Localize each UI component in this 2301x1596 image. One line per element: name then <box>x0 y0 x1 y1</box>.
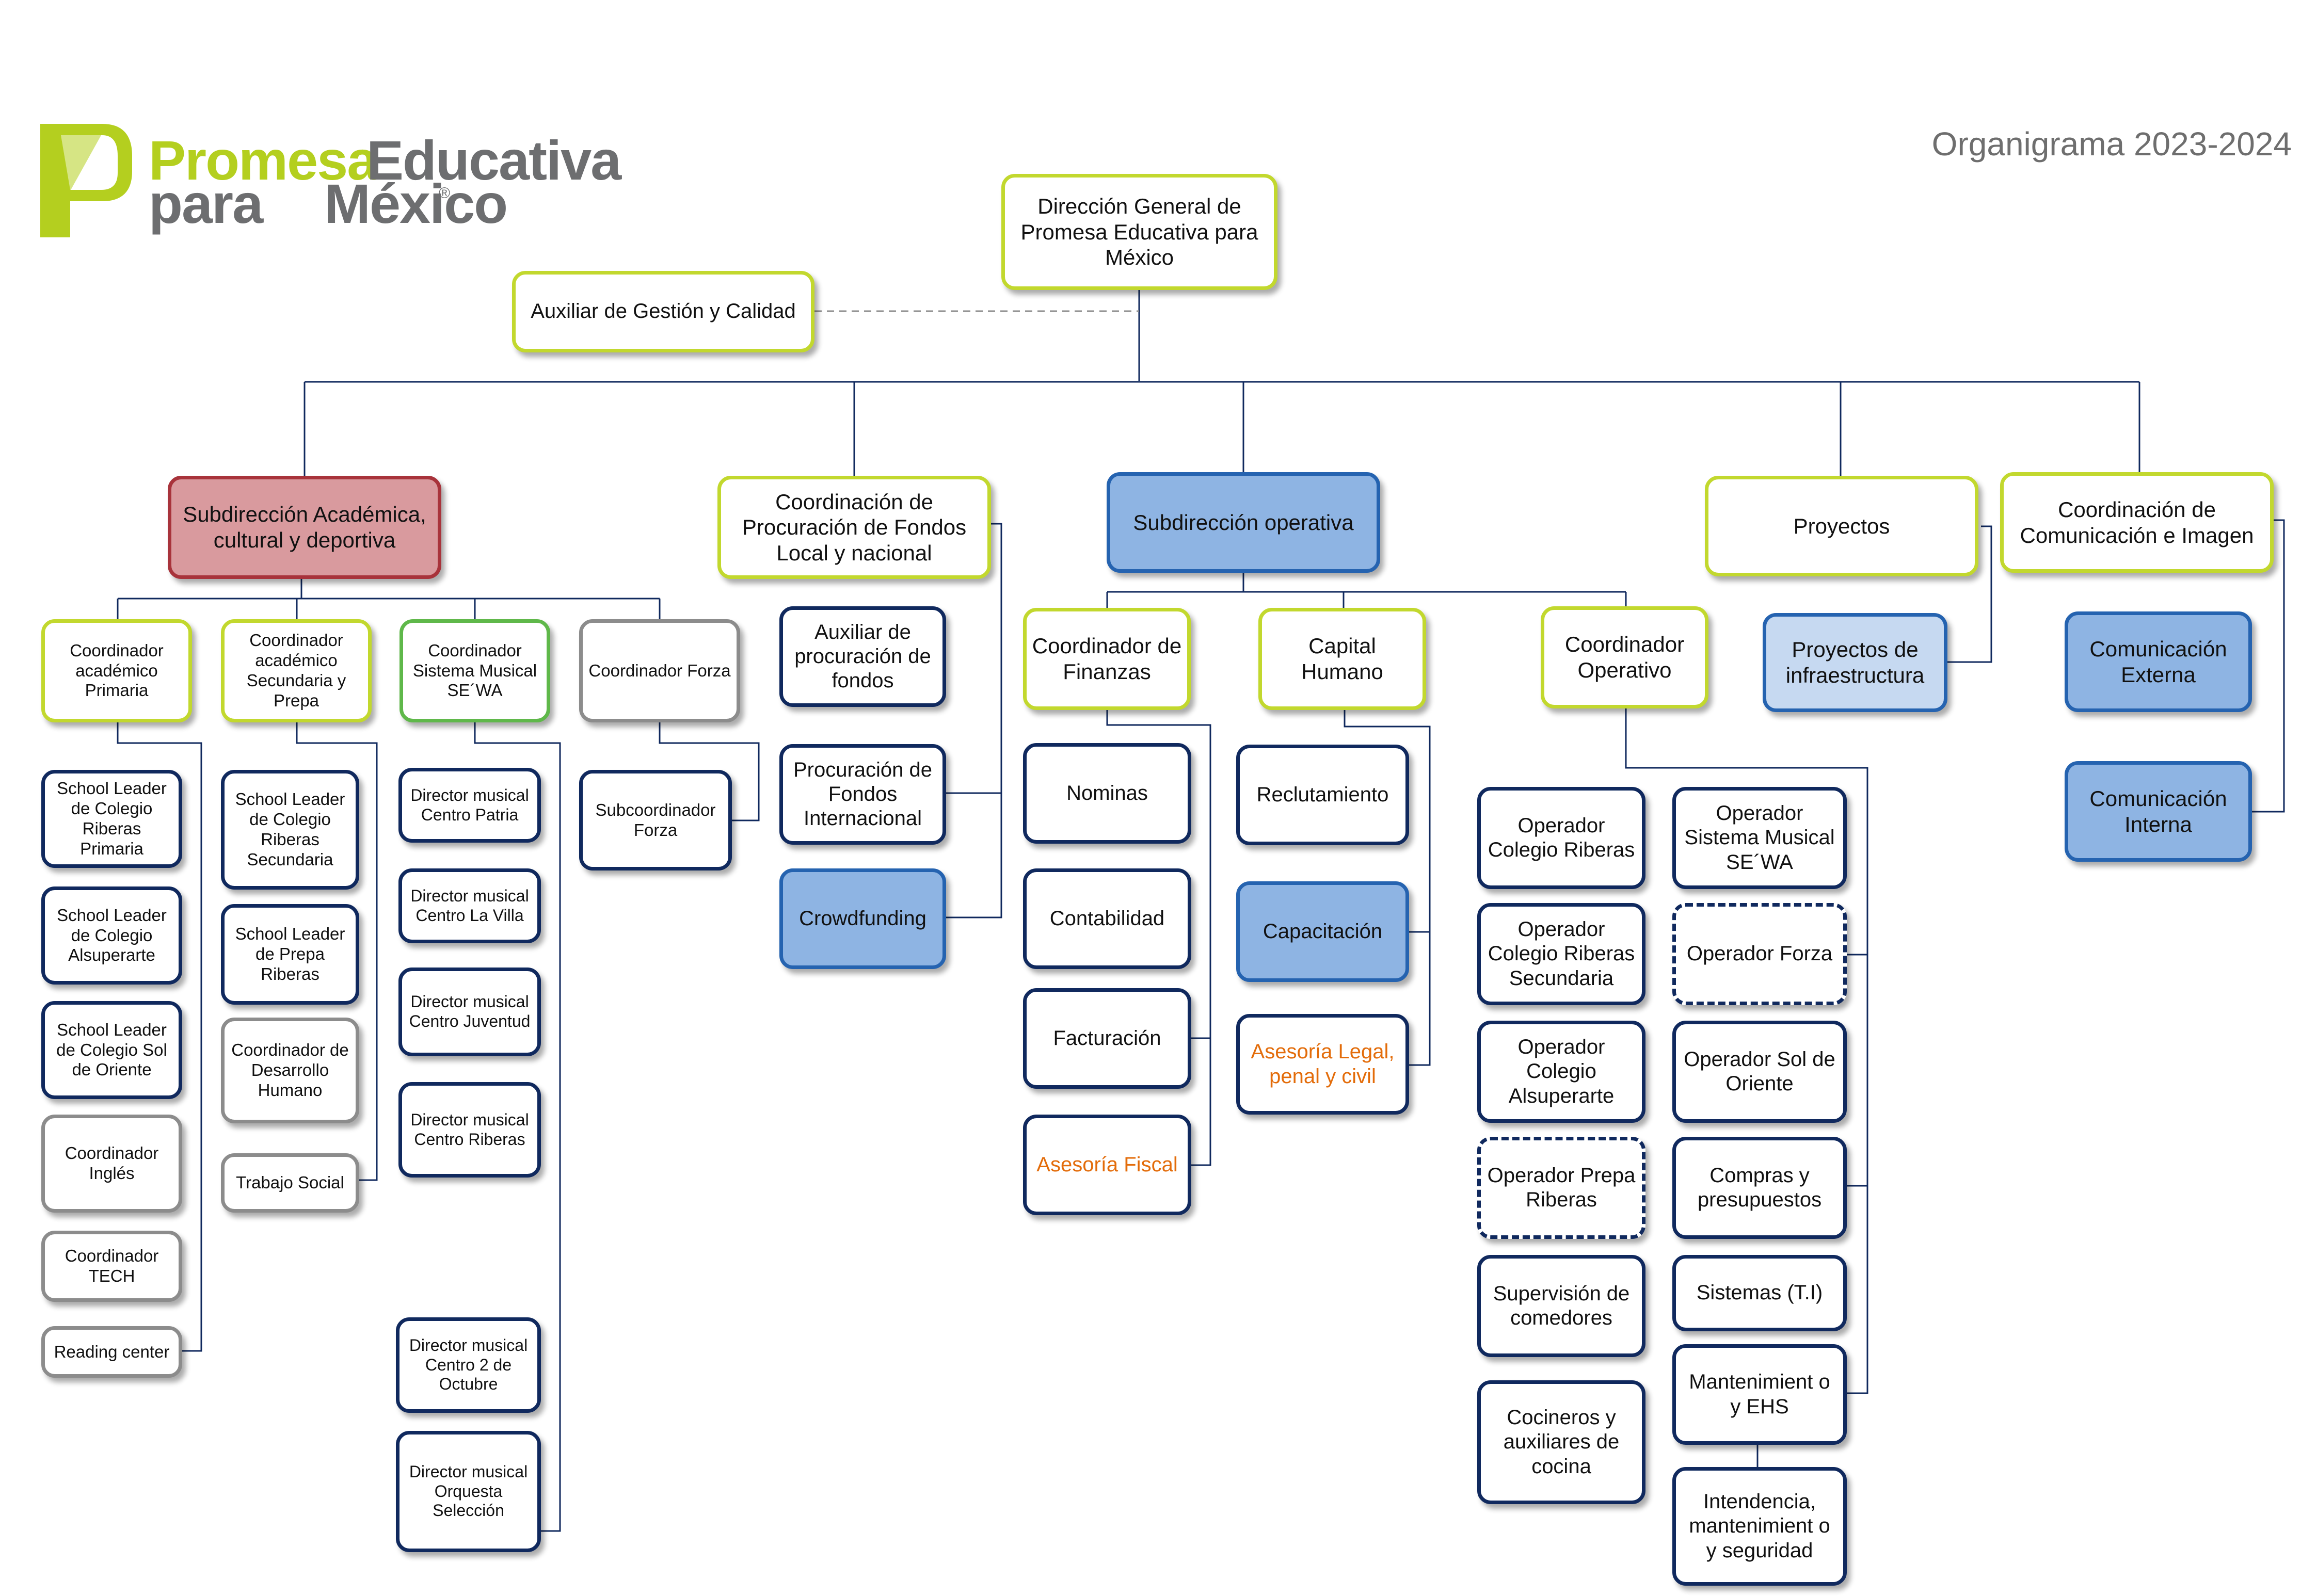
node-op-prepa-riberas: Operador Prepa Riberas <box>1477 1137 1645 1239</box>
node-proyectos: Proyectos <box>1705 476 1978 576</box>
node-intendencia: Intendencia, mantenimient o y seguridad <box>1672 1467 1847 1586</box>
node-procuracion-internacional: Procuración de Fondos Internacional <box>779 744 946 845</box>
logo-word-para: para <box>149 172 263 235</box>
node-coord-desarrollo-humano: Coordinador de Desarrollo Humano <box>221 1018 359 1123</box>
node-dm-juventud: Director musical Centro Juventud <box>398 968 541 1056</box>
node-op-riberas-secundaria: Operador Colegio Riberas Secundaria <box>1477 903 1645 1005</box>
node-coord-operativo: Coordinador Operativo <box>1541 606 1708 708</box>
node-op-riberas: Operador Colegio Riberas <box>1477 787 1645 889</box>
logo-word-mexico: México <box>324 172 508 235</box>
node-dm-2-octubre: Director musical Centro 2 de Octubre <box>396 1317 541 1413</box>
node-coordinacion-procuracion: Coordinación de Procuración de Fondos Lo… <box>717 476 991 579</box>
node-supervision-comedores: Supervisión de comedores <box>1477 1255 1645 1357</box>
node-auxiliar-gestion: Auxiliar de Gestión y Calidad <box>512 271 814 352</box>
logo-registered-mark: ® <box>439 185 451 202</box>
node-cocineros: Cocineros y auxiliares de cocina <box>1477 1380 1645 1504</box>
node-sl-alsuperarte: School Leader de Colegio Alsuperarte <box>41 886 182 985</box>
node-asesoria-fiscal: Asesoría Fiscal <box>1023 1115 1191 1215</box>
node-direccion-general: Dirección General de Promesa Educativa p… <box>1001 174 1277 290</box>
node-reading-center: Reading center <box>41 1326 182 1378</box>
node-subcoord-forza: Subcoordinador Forza <box>579 770 732 870</box>
node-comunicacion-externa: Comunicación Externa <box>2065 611 2252 712</box>
node-capacitacion: Capacitación <box>1236 881 1409 982</box>
node-coord-finanzas: Coordinador de Finanzas <box>1023 608 1191 710</box>
node-dm-patria: Director musical Centro Patria <box>398 768 541 843</box>
promesa-logo: Promesa Educativa para México ® <box>40 124 621 243</box>
node-op-sewa: Operador Sistema Musical SE´WA <box>1672 787 1847 889</box>
node-asesoria-legal: Asesoría Legal, penal y civil <box>1236 1014 1409 1115</box>
node-contabilidad: Contabilidad <box>1023 868 1191 969</box>
node-coord-primaria: Coordinador académico Primaria <box>41 619 192 722</box>
page-title: Organigrama 2023-2024 <box>1931 125 2292 163</box>
node-reclutamiento: Reclutamiento <box>1236 745 1409 845</box>
node-compras: Compras y presupuestos <box>1672 1137 1847 1239</box>
promesa-p-icon <box>40 124 132 237</box>
node-coord-ingles: Coordinador Inglés <box>41 1115 182 1213</box>
node-sl-riberas-secundaria: School Leader de Colegio Riberas Secunda… <box>221 770 359 890</box>
node-coordinacion-comunicacion: Coordinación de Comunicación e Imagen <box>2000 472 2274 573</box>
node-coord-tech: Coordinador TECH <box>41 1231 182 1302</box>
node-coord-sewa: Coordinador Sistema Musical SE´WA <box>400 619 550 722</box>
node-coord-forza: Coordinador Forza <box>579 619 740 722</box>
node-proyectos-infraestructura: Proyectos de infraestructura <box>1763 613 1947 712</box>
node-sl-prepa-riberas: School Leader de Prepa Riberas <box>221 904 359 1005</box>
node-sistemas: Sistemas (T.I) <box>1672 1255 1847 1331</box>
node-dm-villa: Director musical Centro La Villa <box>398 868 541 943</box>
node-dm-riberas: Director musical Centro Riberas <box>398 1082 541 1178</box>
node-comunicacion-interna: Comunicación Interna <box>2065 761 2252 862</box>
node-sl-sol-oriente: School Leader de Colegio Sol de Oriente <box>41 1001 182 1099</box>
node-coord-secundaria: Coordinador académico Secundaria y Prepa <box>221 619 372 722</box>
node-capital-humano: Capital Humano <box>1258 608 1426 710</box>
node-trabajo-social: Trabajo Social <box>221 1153 359 1213</box>
node-facturacion: Facturación <box>1023 988 1191 1089</box>
node-subdireccion-operativa: Subdirección operativa <box>1107 472 1380 573</box>
logo-word-educativa: Educativa <box>366 129 621 191</box>
node-op-forza: Operador Forza <box>1672 903 1847 1005</box>
node-mantenimiento: Mantenimient o y EHS <box>1672 1344 1847 1445</box>
logo-word-promesa: Promesa <box>149 129 378 191</box>
node-sl-riberas-primaria: School Leader de Colegio Riberas Primari… <box>41 770 182 868</box>
node-nominas: Nominas <box>1023 743 1191 844</box>
node-aux-procuracion: Auxiliar de procuración de fondos <box>779 606 946 707</box>
node-crowdfunding: Crowdfunding <box>779 868 946 969</box>
node-op-sol-oriente: Operador Sol de Oriente <box>1672 1021 1847 1123</box>
node-subdireccion-academica: Subdirección Académica, cultural y depor… <box>168 476 441 579</box>
node-op-alsuperarte: Operador Colegio Alsuperarte <box>1477 1021 1645 1123</box>
node-dm-orquesta: Director musical Orquesta Selección <box>396 1431 541 1552</box>
